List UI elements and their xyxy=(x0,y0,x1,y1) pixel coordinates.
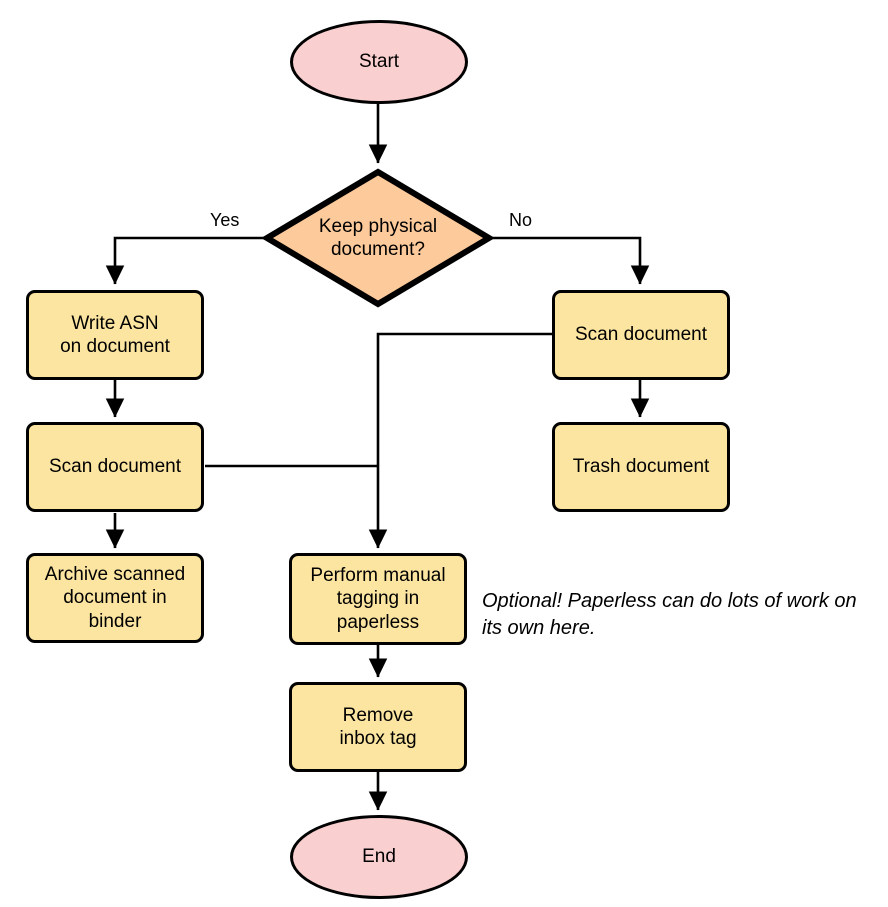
node-perform-manual-tagging[interactable]: Perform manual tagging in paperless xyxy=(289,553,467,645)
annotation-optional-note-line1: Optional! Paperless can do lots of work … xyxy=(482,590,857,612)
node-trash-document[interactable]: Trash document xyxy=(552,422,730,512)
node-scan-document-right-label: Scan document xyxy=(575,323,707,346)
diamond-shape xyxy=(263,168,493,308)
node-start-label: Start xyxy=(358,51,400,73)
node-scan-document-right[interactable]: Scan document xyxy=(552,290,730,380)
edge-label-no: No xyxy=(509,210,533,230)
node-tagging-label-line2: tagging in xyxy=(336,588,420,610)
node-tagging-label: Perform manual tagging in paperless xyxy=(310,564,445,634)
node-archive-label-line1: Archive scanned xyxy=(44,564,186,586)
annotation-optional-note-line2: its own here. xyxy=(482,617,596,639)
node-archive-scanned-document[interactable]: Archive scanned document in binder xyxy=(26,553,204,643)
node-write-asn-label: Write ASN on document xyxy=(60,312,170,358)
node-write-asn-label-line1: Write ASN xyxy=(71,312,159,334)
node-archive-label-line3: binder xyxy=(88,610,142,632)
node-trash-label: Trash document xyxy=(573,455,710,478)
node-remove-inbox-label-line2: inbox tag xyxy=(339,728,417,749)
edge-scan-right-to-tagging xyxy=(368,332,552,549)
node-decision-label-line1: Keep physical xyxy=(318,215,438,237)
node-scan-document-left-label: Scan document xyxy=(49,455,181,478)
node-scan-document-left[interactable]: Scan document xyxy=(26,422,204,512)
node-trash-label-line1: Trash document xyxy=(572,456,710,478)
node-decision-label-line2: document? xyxy=(330,239,425,260)
node-remove-inbox-label-line1: Remove xyxy=(342,704,414,726)
node-tagging-label-line1: Perform manual xyxy=(310,565,446,587)
node-remove-inbox-label: Remove inbox tag xyxy=(339,704,416,750)
node-write-asn-on-document[interactable]: Write ASN on document xyxy=(26,290,204,380)
node-start[interactable]: Start xyxy=(290,20,468,104)
node-scan-document-right-label-line1: Scan document xyxy=(574,324,708,346)
annotation-optional-note: Optional! Paperless can do lots of work … xyxy=(482,588,882,642)
node-remove-inbox-tag[interactable]: Remove inbox tag xyxy=(289,682,467,772)
edge-decision-yes-to-write-asn xyxy=(105,236,264,285)
node-scan-document-left-label-line1: Scan document xyxy=(48,456,182,478)
node-end[interactable]: End xyxy=(290,815,468,899)
edge-decision-no-to-scan-right xyxy=(491,236,650,285)
node-archive-label: Archive scanned document in binder xyxy=(45,563,185,633)
node-decision-keep-physical-document[interactable]: Keep physical document? xyxy=(263,168,493,308)
node-end-label: End xyxy=(362,846,396,868)
node-decision-label: Keep physical document? xyxy=(288,215,467,261)
node-write-asn-label-line2: on document xyxy=(60,336,170,357)
node-archive-label-line2: document in xyxy=(63,587,167,609)
node-tagging-label-line3: paperless xyxy=(336,611,420,633)
edge-label-yes: Yes xyxy=(210,210,240,230)
